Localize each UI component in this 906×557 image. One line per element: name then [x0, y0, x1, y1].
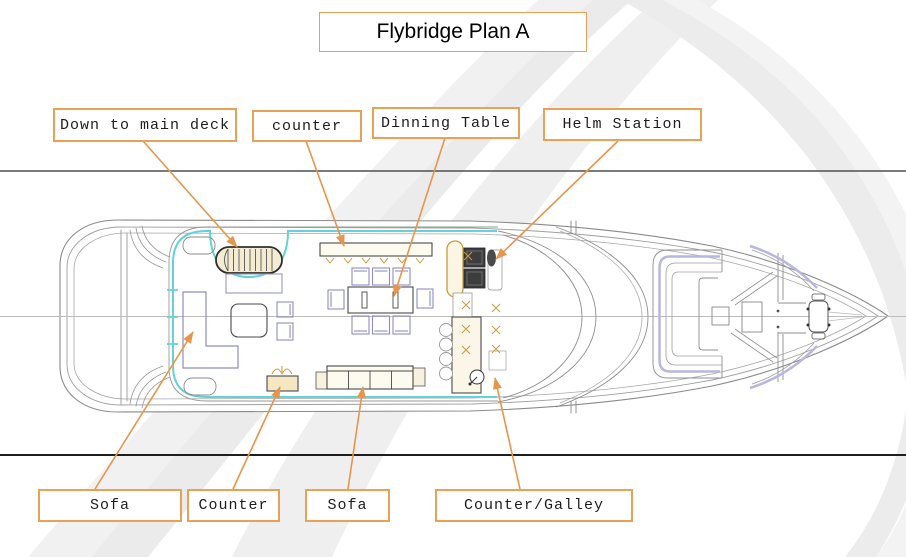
- helm-dash: [487, 249, 503, 291]
- aft-lounge: [182, 236, 294, 396]
- callout-dinning-table: Dinning Table: [372, 107, 520, 139]
- callout-helm-station: Helm Station: [543, 108, 702, 141]
- stairs-to-main-deck: [215, 246, 283, 274]
- l-shaped-sofa: [182, 291, 239, 369]
- bar-stools: [439, 323, 453, 381]
- aft-bench-sofa: [315, 365, 426, 390]
- bow-seat: [808, 300, 829, 333]
- leader-sofa-bottom: [347, 386, 366, 490]
- callout-counter-top: counter: [252, 110, 362, 142]
- callout-counter-bottom: Counter: [187, 489, 280, 522]
- leader-counter-galley: [493, 377, 521, 490]
- leader-dinning-table: [393, 137, 446, 297]
- helm-console: [446, 240, 464, 298]
- bow-table-small: [711, 306, 730, 326]
- seat-pad-bottom-left: [183, 377, 217, 396]
- leader-counter-bottom: [232, 386, 281, 490]
- aft-cabinet: [225, 273, 283, 294]
- helm-station: [446, 240, 503, 319]
- lounge-chairs: [276, 301, 294, 341]
- counter-hatch-marks: [461, 251, 501, 355]
- helm-seat: [463, 268, 486, 289]
- bow-table: [741, 301, 763, 333]
- windshield-arcs: [497, 226, 649, 408]
- dining-table-group: [327, 267, 434, 335]
- bow-backrest: [698, 277, 718, 351]
- helm-cabinet: [452, 292, 473, 319]
- bow-bench-cushion: [658, 255, 720, 373]
- leader-counter-top: [305, 140, 345, 247]
- top-counter: [319, 242, 433, 264]
- galley-counter: [439, 251, 507, 394]
- callout-sofa-left: Sofa: [38, 489, 182, 522]
- galley-appliance: [488, 350, 507, 371]
- bow-seating: [652, 244, 863, 390]
- seat-pad-top-left: [182, 236, 216, 255]
- leader-helm-station: [495, 140, 619, 260]
- callout-counter-galley: Counter/Galley: [435, 489, 633, 522]
- leader-arrows: [94, 137, 619, 490]
- coffee-table: [230, 303, 268, 338]
- page-title: Flybridge Plan A: [319, 12, 587, 52]
- bow-v-backrests: [730, 271, 778, 363]
- helm-seat: [463, 247, 486, 268]
- bow-trim-lower: [749, 345, 818, 390]
- leader-sofa-left: [94, 331, 194, 490]
- leader-down-to-main-deck: [142, 140, 238, 248]
- bow-trim-upper: [749, 244, 818, 289]
- steering-wheel: [487, 249, 496, 267]
- callout-down-to-main-deck: Down to main deck: [53, 108, 237, 142]
- dining-table: [347, 286, 414, 314]
- callout-sofa-bottom: Sofa: [305, 489, 390, 522]
